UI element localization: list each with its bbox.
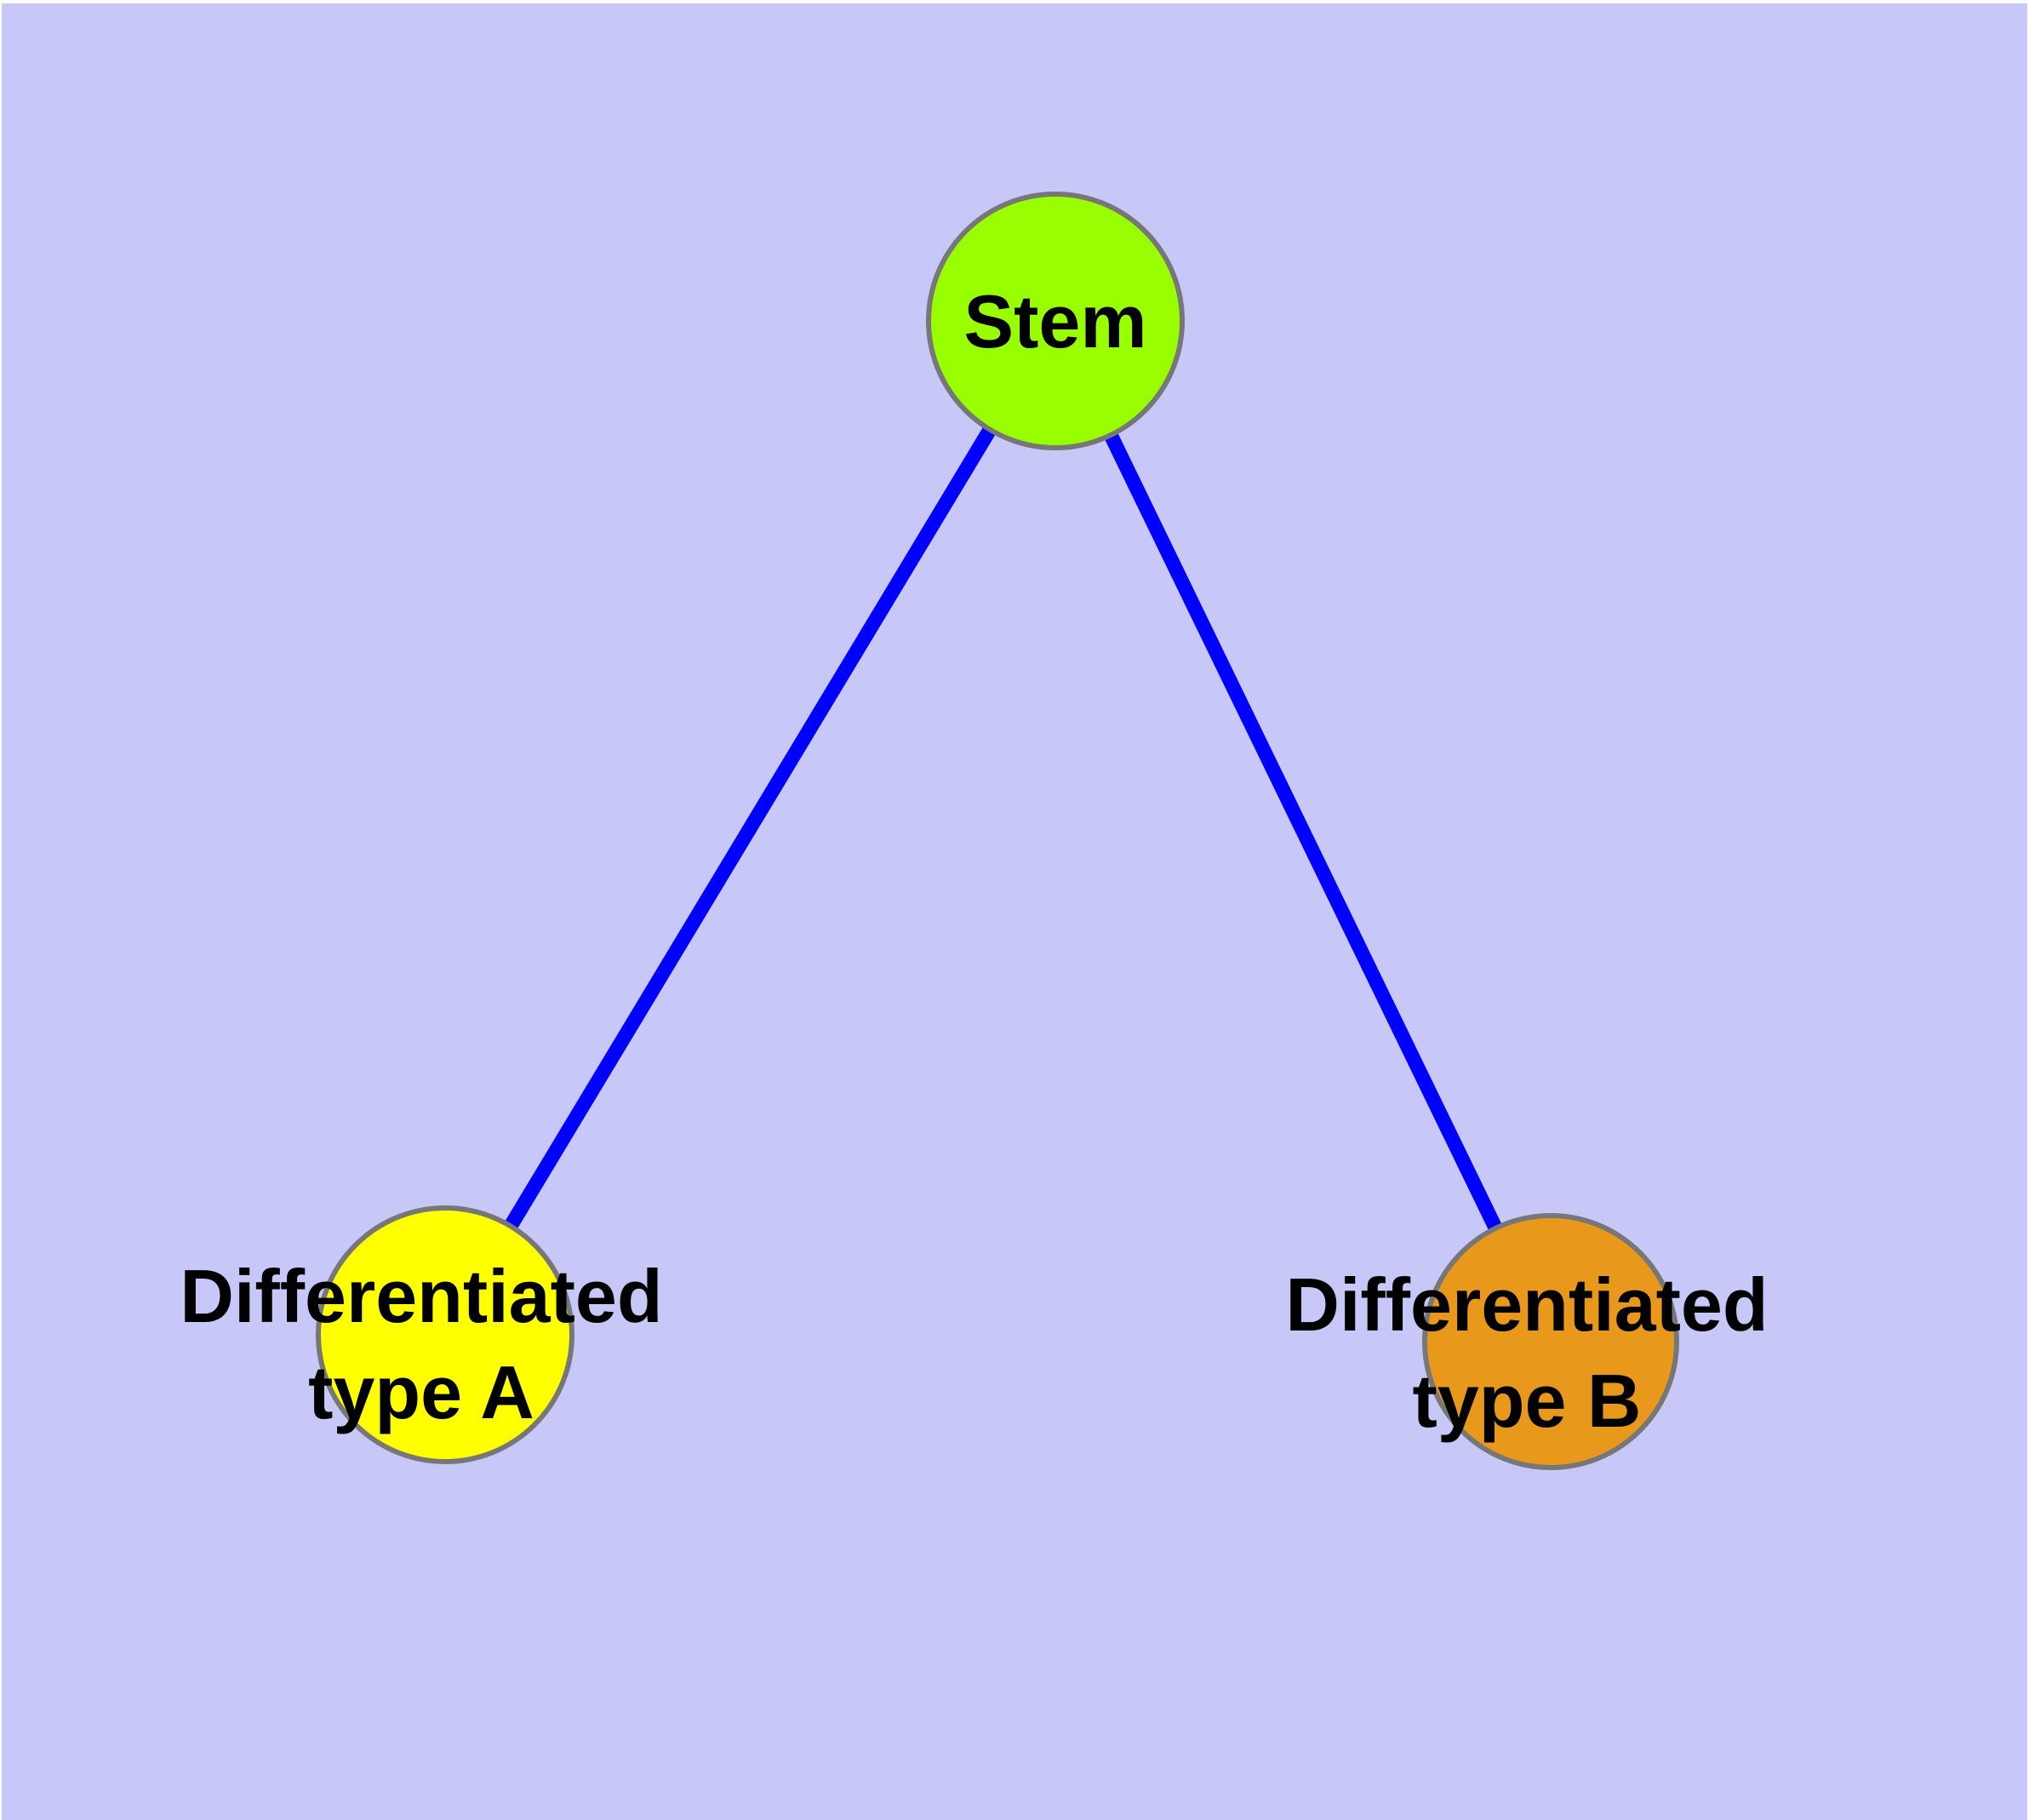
edge-stem-to-differentiated-type-a: [438, 317, 1062, 1339]
node-differentiated-type-b: [1422, 1213, 1679, 1470]
node-differentiated-type-a: [316, 1205, 574, 1464]
node-stem-label: Stem: [963, 278, 1147, 363]
edges-layer: [438, 317, 1557, 1345]
diagram-canvas: Stem Differentiated type A Differentiate…: [2, 3, 2027, 1820]
edge-stem-to-differentiated-type-b: [1049, 318, 1557, 1345]
node-stem: Stem: [926, 192, 1185, 450]
